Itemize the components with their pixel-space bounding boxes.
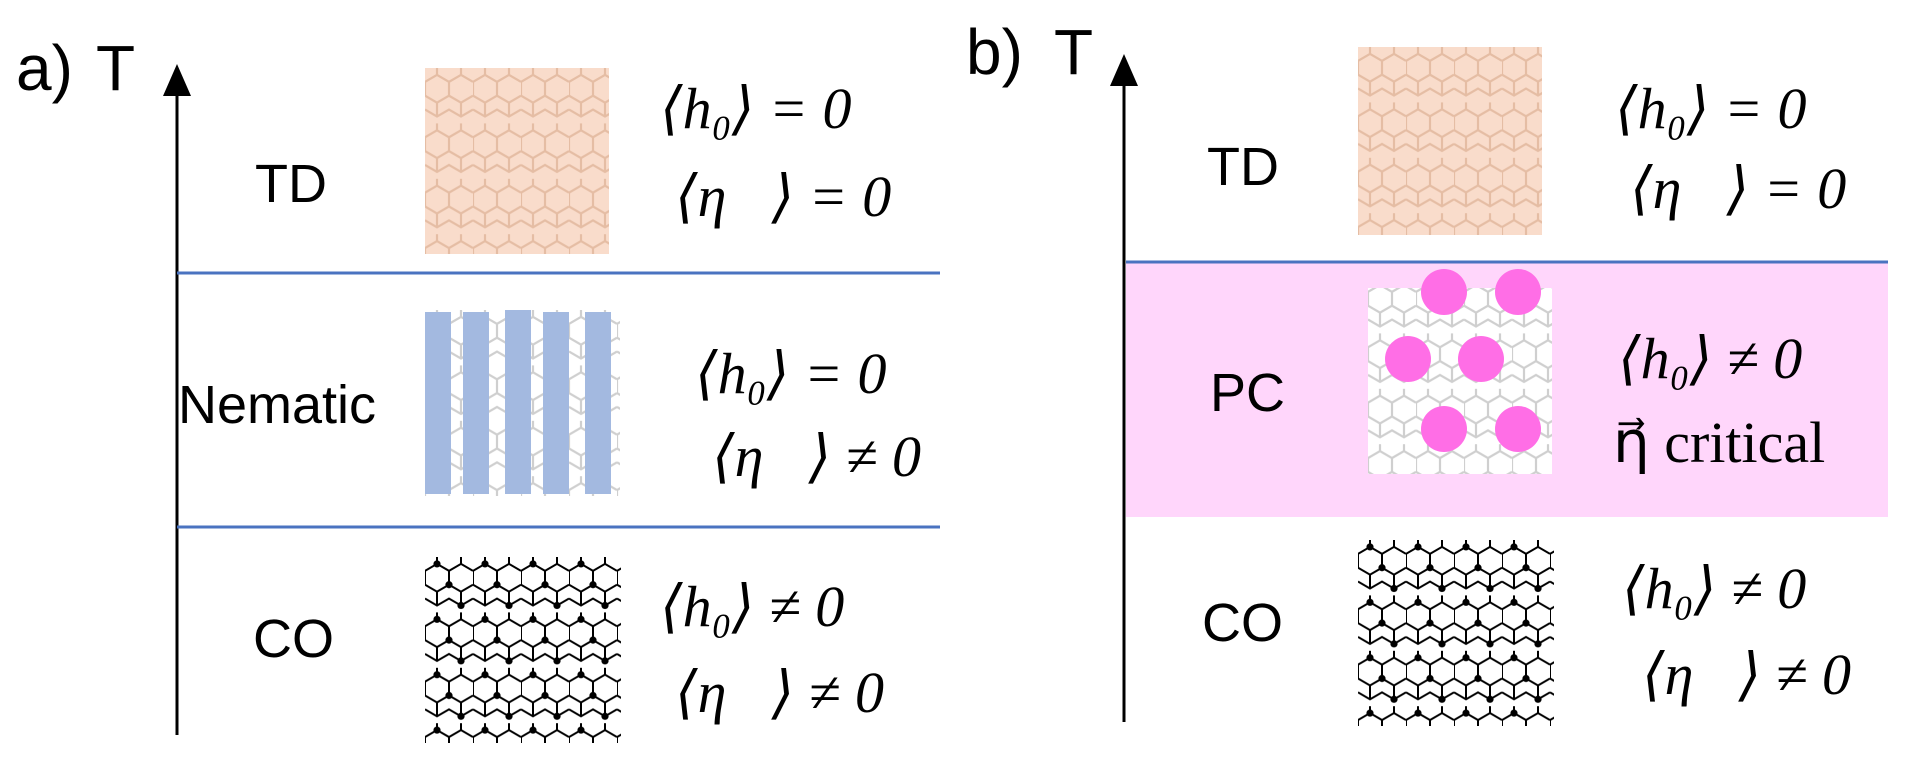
lattice-td-image xyxy=(1358,47,1542,235)
order-parameter-h0: ⟨h₀⟩ = 0 xyxy=(695,341,887,406)
lattice-td-image xyxy=(425,68,609,254)
phase-boundary-lines xyxy=(177,271,940,529)
order-parameter-eta: ⟨η⃗⟩ ≠ 0 xyxy=(712,424,921,489)
temperature-axis-label: T xyxy=(1054,16,1094,88)
order-parameter-eta: ⟨η⃗⟩ = 0 xyxy=(1630,156,1847,221)
temperature-axis xyxy=(1110,54,1138,722)
order-parameter-h0: ⟨h₀⟩ ≠ 0 xyxy=(660,574,845,639)
order-parameter-h0: ⟨h₀⟩ ≠ 0 xyxy=(1622,556,1807,621)
order-parameter-eta: ⟨η⃗⟩ = 0 xyxy=(675,164,892,229)
temperature-axis-label: T xyxy=(96,32,136,104)
lattice-pc-image xyxy=(1368,269,1552,474)
order-parameter-eta-critical: η⃗ critical xyxy=(1613,410,1826,475)
order-parameter-h0: ⟨h₀⟩ = 0 xyxy=(660,76,852,141)
phase-name-co: CO xyxy=(1202,593,1283,653)
phase-name-nematic: Nematic xyxy=(178,375,377,435)
phase-name-pc: PC xyxy=(1210,363,1286,423)
phase-name-td: TD xyxy=(255,154,327,214)
phase-name-td: TD xyxy=(1207,137,1279,197)
order-parameter-h0: ⟨h₀⟩ = 0 xyxy=(1615,76,1807,141)
lattice-co-image xyxy=(1358,540,1554,726)
lattice-co-image xyxy=(425,557,621,743)
order-parameter-h0: ⟨h₀⟩ ≠ 0 xyxy=(1618,326,1803,391)
panel-label: b) xyxy=(966,16,1023,88)
panel-b: b) T TD ⟨h₀⟩ = 0 ⟨η⃗⟩ = 0 PC ⟨h₀⟩ ≠ 0 η⃗… xyxy=(950,0,1908,762)
lattice-nematic-image xyxy=(425,310,620,496)
temperature-axis xyxy=(163,64,191,735)
phase-name-co: CO xyxy=(253,609,334,669)
panel-label: a) xyxy=(16,32,73,104)
order-parameter-eta: ⟨η⃗⟩ ≠ 0 xyxy=(675,660,884,725)
order-parameter-eta: ⟨η⃗⟩ ≠ 0 xyxy=(1642,642,1851,707)
panel-a: a) T TD ⟨h₀⟩ = 0 ⟨η⃗⟩ = 0 Nematic ⟨h₀⟩ =… xyxy=(0,0,950,762)
